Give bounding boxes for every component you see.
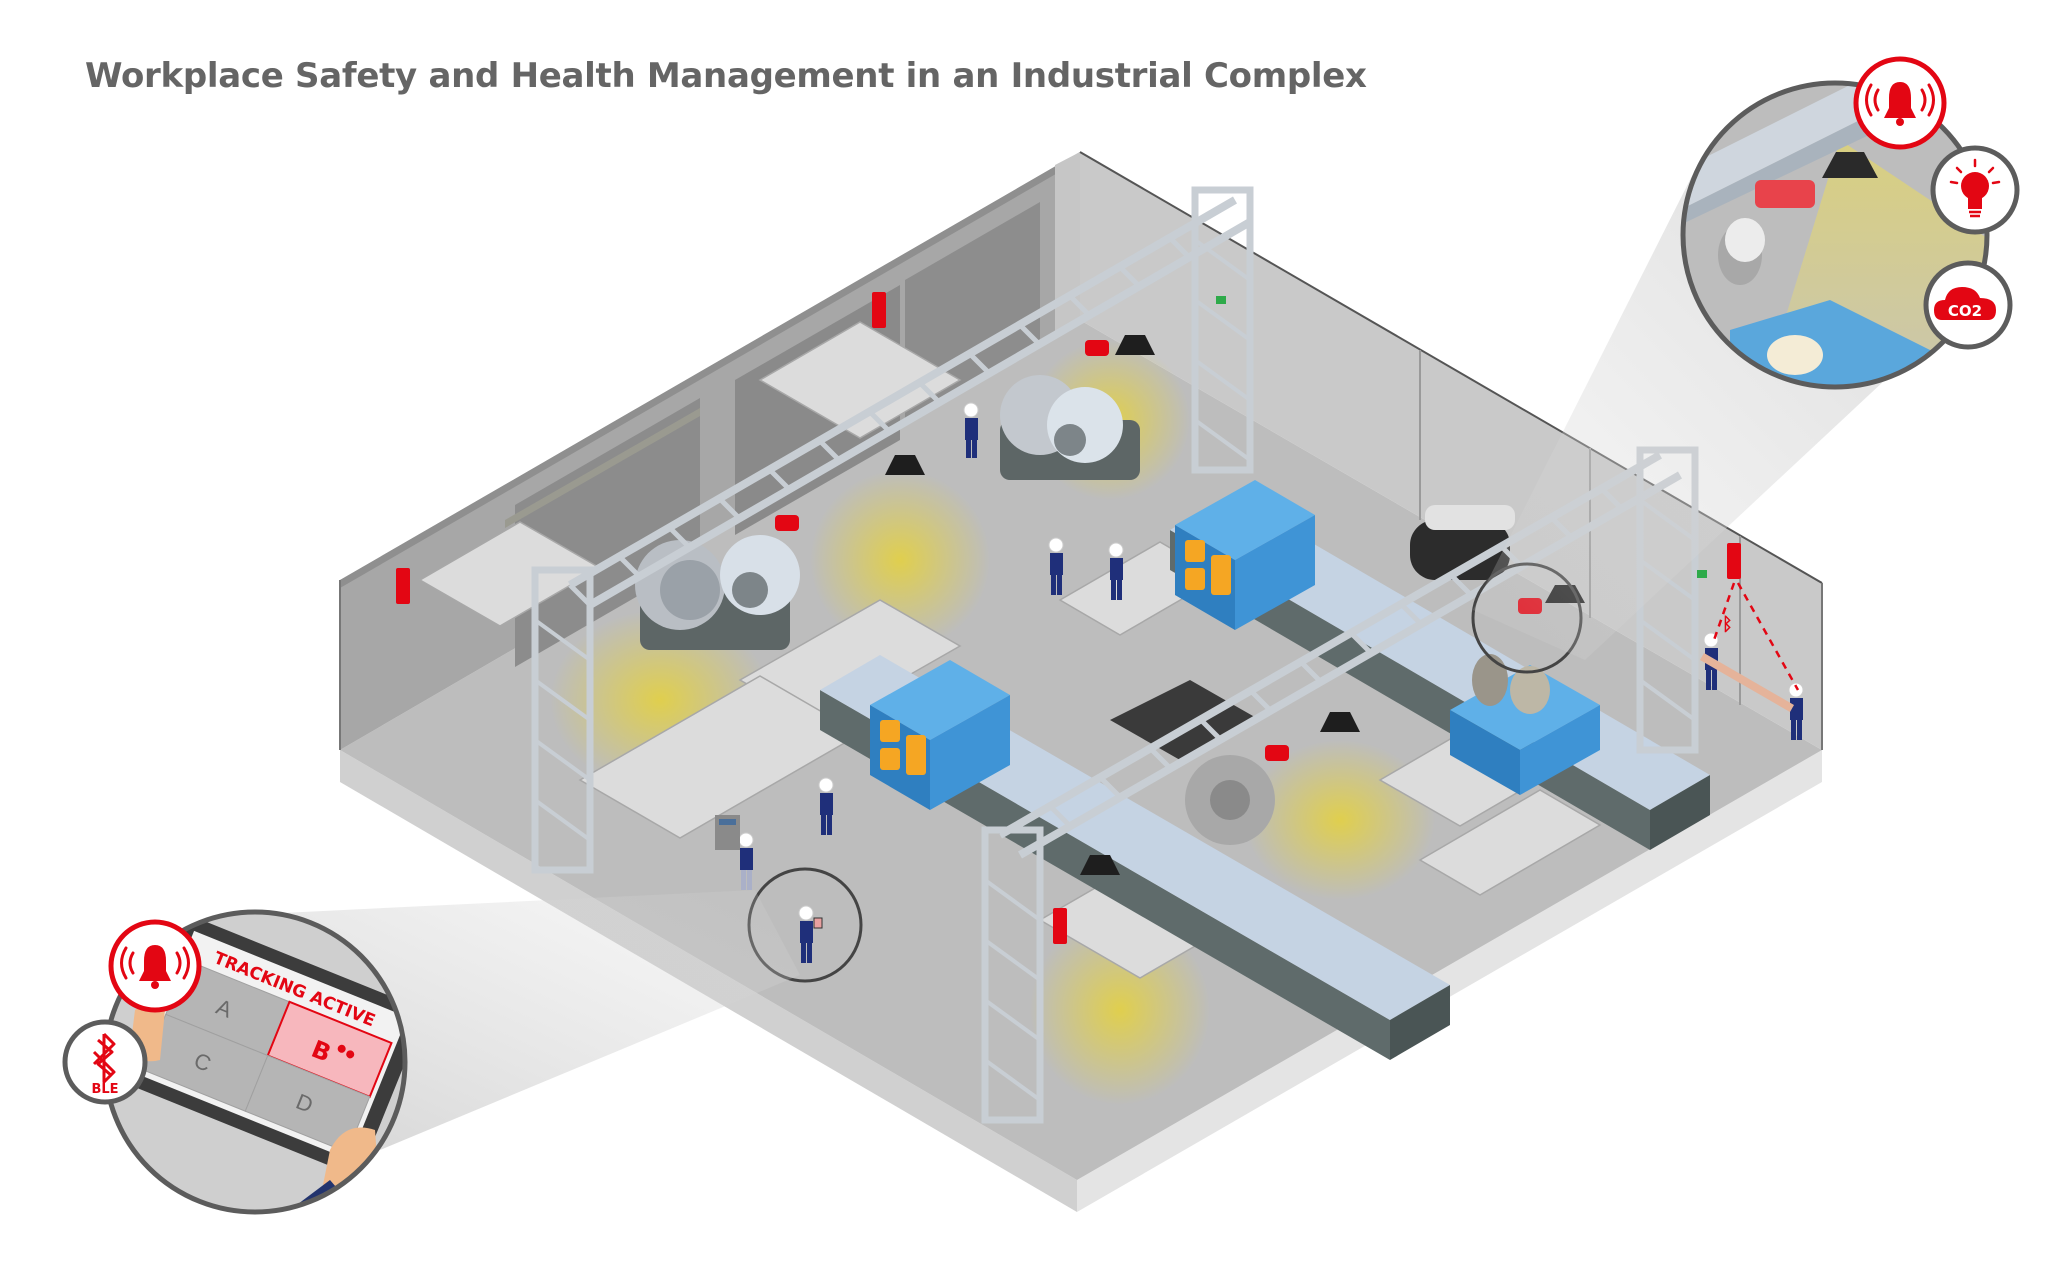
- worker: [818, 777, 834, 835]
- ble-badge: BLE: [62, 1019, 148, 1105]
- worker: [1788, 682, 1804, 740]
- worker: [1108, 542, 1124, 600]
- worker: [738, 832, 754, 890]
- control-panel: [715, 815, 740, 850]
- diagram-title: Workplace Safety and Health Management i…: [85, 56, 1367, 96]
- worker: [963, 402, 979, 458]
- exit-signs: [1216, 296, 1707, 578]
- svg-text:ᛒ: ᛒ: [1722, 614, 1733, 635]
- ble-signal-lines: ᛒ: [1712, 582, 1800, 691]
- roll-machine-right: [1000, 375, 1140, 480]
- svg-text:CO2: CO2: [1948, 302, 1982, 320]
- environment-callout: [1680, 80, 1990, 390]
- light-badge: [1930, 145, 2020, 235]
- worker: [1048, 537, 1064, 595]
- bluetooth-icon: [92, 1032, 116, 1084]
- light-bulb-icon: [1949, 158, 2001, 218]
- overhead-truss-left: [531, 186, 1254, 874]
- alarm-bell-icon: [120, 945, 190, 989]
- fire-extinguishers: [396, 292, 1741, 944]
- worker-with-tablet: [798, 905, 823, 963]
- blue-machine-smoke: [1450, 654, 1600, 795]
- svg-text:BLE: BLE: [91, 1082, 118, 1097]
- carried-beam: [1700, 653, 1794, 712]
- workers: [738, 402, 1804, 963]
- alarm-badge-environment: [1853, 56, 1947, 150]
- blue-machine-left: [870, 660, 1010, 810]
- alarm-bell-icon: [1865, 82, 1935, 126]
- co2-badge: CO2: [1923, 260, 2013, 350]
- blue-machine-right: [1175, 480, 1315, 630]
- catwalks: [418, 321, 1602, 979]
- alarm-badge-tracking: [108, 919, 202, 1013]
- tablet-device: TRACKING ACTIVE A B C D: [121, 917, 403, 1174]
- drum-machine: [1110, 505, 1515, 845]
- co2-cloud-icon: CO2: [1934, 287, 1996, 320]
